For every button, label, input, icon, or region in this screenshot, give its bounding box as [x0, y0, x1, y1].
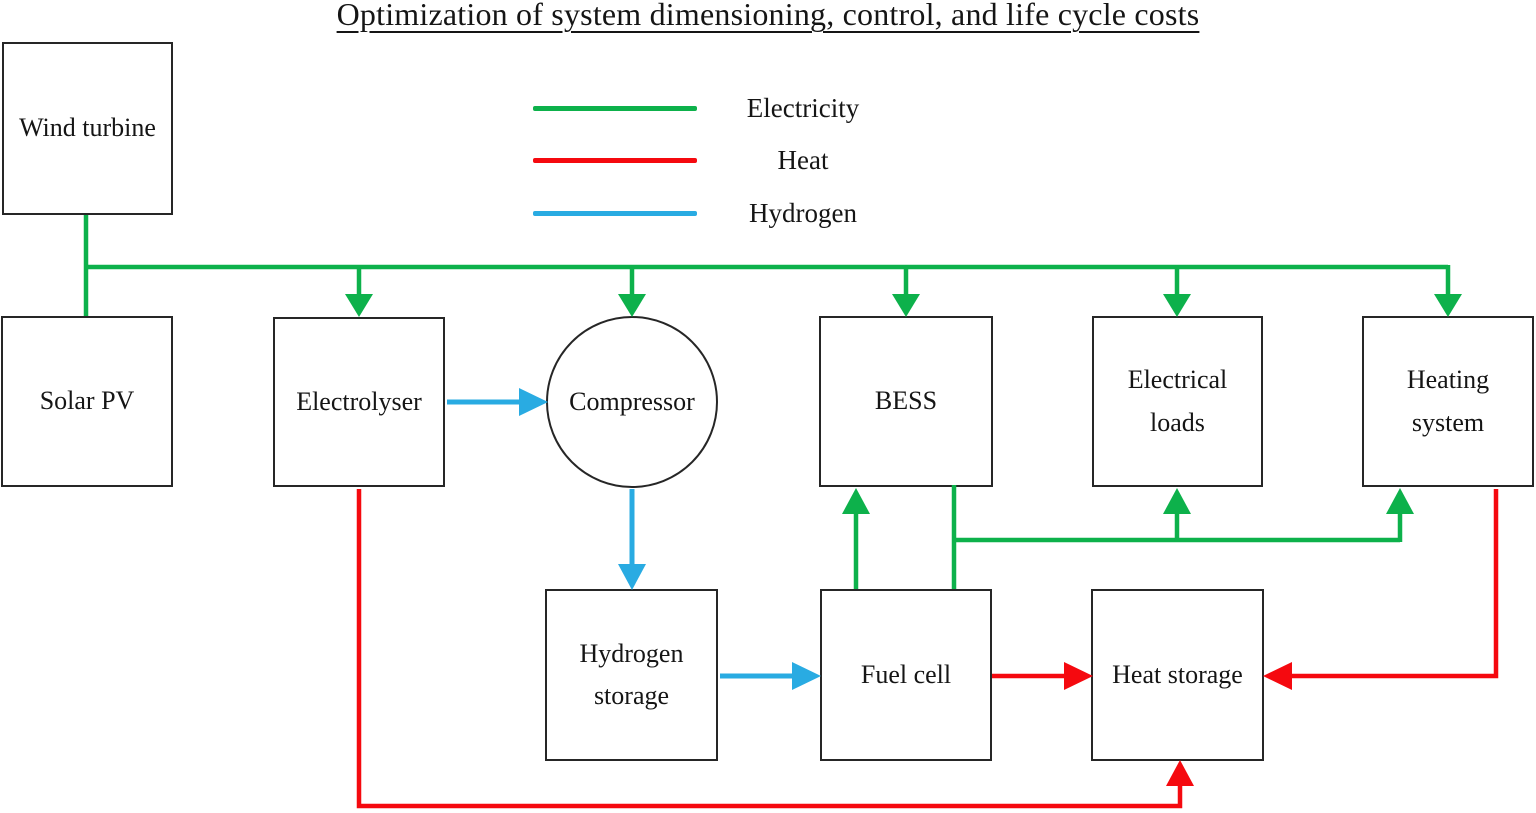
edge-compressor-to-hydrogen-storage: [618, 489, 646, 590]
arrowhead-down-icon: [345, 294, 373, 317]
hydrogen-line-swatch: [533, 210, 697, 216]
legend-label-heat: Heat: [777, 144, 829, 175]
node-fuel-cell: Fuel cell: [820, 589, 992, 761]
legend-label-hydrogen: Hydrogen: [749, 197, 857, 228]
edge-electrolyser-to-heat-storage: [356, 489, 1194, 809]
arrowhead-down-icon: [1163, 294, 1191, 317]
edge-fuel-cell-to-heat-storage: [992, 662, 1093, 690]
node-solar-pv: Solar PV: [1, 316, 173, 487]
node-fuel-cell-label: Fuel cell: [860, 659, 952, 689]
edge-bus-to-compressor: [618, 267, 646, 317]
electricity-line-swatch: [533, 105, 697, 111]
arrowhead-down-icon: [618, 294, 646, 317]
arrowhead-down-icon: [1434, 294, 1462, 317]
edge-bus-to-heating-system: [1434, 265, 1462, 317]
arrowhead-right-icon: [1064, 662, 1093, 690]
node-electrical-loads-label: Electrical loads: [1127, 365, 1228, 437]
node-solar-pv-label: Solar PV: [39, 386, 135, 416]
heat-line-swatch: [533, 157, 697, 163]
arrowhead-down-icon: [618, 564, 646, 590]
node-electrical-loads: Electrical loads: [1092, 316, 1263, 487]
node-compressor: Compressor: [546, 316, 718, 488]
arrowhead-up-icon: [1166, 760, 1194, 786]
arrowhead-up-icon: [1386, 488, 1414, 514]
node-heating-system: Heating system: [1362, 316, 1534, 487]
node-hydrogen-storage-label: Hydrogen storage: [579, 638, 684, 710]
node-bess-label: BESS: [874, 386, 938, 416]
edge-heating-system-to-heat-storage: [1263, 489, 1499, 690]
edge-fuel-cell-to-loads-and-heating: [951, 485, 1414, 589]
legend-label-electricity: Electricity: [746, 92, 860, 123]
node-electrolyser-label: Electrolyser: [296, 386, 422, 416]
node-bess: BESS: [819, 316, 993, 487]
legend-item-heat: Heat: [533, 141, 913, 179]
arrowhead-left-icon: [1263, 662, 1292, 690]
diagram-title: Optimization of system dimensioning, con…: [336, 0, 1200, 32]
arrowhead-right-icon: [792, 662, 821, 690]
arrowhead-up-icon: [1163, 488, 1191, 514]
arrowhead-down-icon: [892, 294, 920, 317]
edge-bus-to-bess: [892, 267, 920, 317]
edge-fuel-cell-to-bess: [842, 488, 870, 589]
legend-item-hydrogen: Hydrogen: [533, 194, 913, 232]
arrowhead-up-icon: [842, 488, 870, 514]
node-electrolyser: Electrolyser: [273, 317, 445, 487]
node-heat-storage: Heat storage: [1091, 589, 1264, 761]
edge-bus-to-electrical-loads: [1163, 267, 1191, 317]
node-heating-system-label: Heating system: [1406, 365, 1490, 437]
edge-hydrogen-storage-to-fuel-cell: [720, 662, 821, 690]
node-wind-turbine: Wind turbine: [2, 42, 173, 215]
arrowhead-right-icon: [519, 388, 548, 416]
edge-bus-drops: [345, 265, 1462, 317]
node-compressor-label: Compressor: [569, 386, 695, 416]
node-heat-storage-label: Heat storage: [1112, 659, 1243, 689]
legend-item-electricity: Electricity: [533, 89, 913, 127]
node-hydrogen-storage: Hydrogen storage: [545, 589, 718, 761]
node-wind-turbine-label: Wind turbine: [19, 113, 156, 143]
edge-bus-to-electrolyser: [345, 267, 373, 317]
edge-electrolyser-to-compressor: [447, 388, 548, 416]
